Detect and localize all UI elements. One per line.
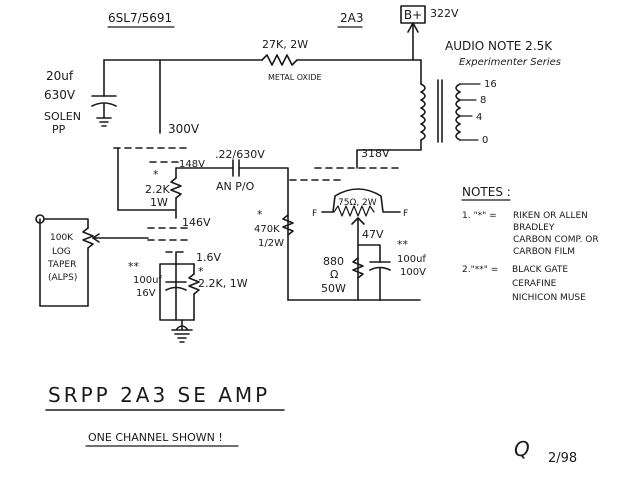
upper-res-value: 2.2K xyxy=(145,183,170,196)
supply-cap-plate-bottom xyxy=(91,102,117,107)
grid-res-power: 1/2W xyxy=(258,238,284,249)
cathode-bypass-value: 100uf xyxy=(133,275,162,286)
output-bypass-value: 100uf xyxy=(397,254,426,265)
filament-left: F xyxy=(312,209,317,219)
ot-title: AUDIO NOTE 2.5K xyxy=(445,39,553,53)
note1-line3: CARBON COMP. OR xyxy=(513,235,599,245)
lower-cathode-voltage: 1.6V xyxy=(196,251,221,264)
ot-tap-16: 16 xyxy=(484,79,497,90)
upper-plate-resistor xyxy=(170,177,182,199)
coupling-cap-value: .22/630V xyxy=(215,148,265,161)
upper-res-mark: * xyxy=(153,168,159,181)
output-bypass-lead xyxy=(357,244,381,263)
cathode-resistor xyxy=(188,273,200,295)
date: 2/98 xyxy=(548,451,577,466)
cathode-res-value: 2.2K, 1W xyxy=(198,277,248,290)
hum-pot xyxy=(333,205,375,217)
cathode-bypass-voltage: 16V xyxy=(136,288,156,299)
output-cathode-resistor xyxy=(352,257,364,279)
signature: Q xyxy=(514,437,530,461)
output-tube-label: 2A3 xyxy=(340,11,363,25)
dropping-resistor xyxy=(261,54,298,66)
notes-title: NOTES : xyxy=(462,185,511,199)
coupling-cap-right-wire xyxy=(238,167,289,301)
note2-line2: CERAFINE xyxy=(512,279,557,289)
volume-pot-taper2: TAPER xyxy=(47,260,76,270)
dropping-resistor-value: 27K, 2W xyxy=(262,38,308,51)
note2-line1: BLACK GATE xyxy=(512,265,568,275)
supply-cap-brand: SOLEN xyxy=(44,110,81,123)
ot-subtitle: Experimenter Series xyxy=(459,57,561,68)
hum-wiper-arrow xyxy=(351,217,365,225)
note1-line2: BRADLEY xyxy=(513,223,555,233)
upper-res-power: 1W xyxy=(150,196,168,209)
filament-hum-loop xyxy=(321,188,401,213)
cathode-ground-bus xyxy=(159,263,195,321)
coupling-cap-type: AN P/O xyxy=(216,180,255,193)
supply-cap-voltage: 630V xyxy=(44,88,76,102)
ot-primary-bottom-lead xyxy=(356,139,422,169)
midpoint-voltage: 146V xyxy=(182,216,211,229)
supply-node-voltage: 300V xyxy=(168,122,200,136)
volume-wiper-arrow xyxy=(92,233,100,243)
cathode-bypass-mark: ** xyxy=(128,260,140,273)
dropping-resistor-note: METAL OXIDE xyxy=(268,73,322,82)
input-wire xyxy=(43,218,89,229)
upper-plate-voltage: 148V xyxy=(179,159,205,170)
volume-pot-taper: LOG xyxy=(52,247,71,257)
output-cathode-res-value: 880 xyxy=(323,255,344,268)
volume-pot xyxy=(82,227,94,249)
bplus-voltage: 322V xyxy=(430,7,459,20)
ot-tap-4: 4 xyxy=(476,112,482,123)
ot-tap-8: 8 xyxy=(480,95,486,106)
supply-cap-type: PP xyxy=(52,123,66,136)
bplus-arrow xyxy=(407,22,419,61)
note2-line3: NICHICON MUSE xyxy=(512,293,586,303)
note1-line1: RIKEN OR ALLEN xyxy=(513,211,588,221)
output-cathode-voltage: 47V xyxy=(362,228,384,241)
page-title: SRPP 2A3 SE AMP xyxy=(48,383,270,407)
hum-pot-value: 75Ω, 2W xyxy=(338,198,377,208)
grid-res-value: 470K xyxy=(254,224,280,235)
driver-tube-label: 6SL7/5691 xyxy=(108,11,172,25)
supply-cap-ground-icon xyxy=(96,117,112,127)
note1-line4: CARBON FILM xyxy=(513,247,575,257)
output-bypass-mark: ** xyxy=(397,238,409,251)
bplus-box-label: B+ xyxy=(404,8,422,22)
grid-res-mark: * xyxy=(257,208,263,221)
page-subtitle: ONE CHANNEL SHOWN ! xyxy=(88,431,223,444)
grid-resistor xyxy=(282,214,294,236)
ground-icon xyxy=(171,325,193,343)
volume-pot-value: 100K xyxy=(50,233,74,243)
note2-key: 2."**" = xyxy=(462,265,498,275)
filament-right: F xyxy=(403,209,408,219)
cathode-bypass-plate-bottom xyxy=(165,286,187,291)
note1-key: 1. "*" = xyxy=(462,211,497,221)
ot-secondary-winding xyxy=(455,83,461,141)
output-plate-voltage: 318V xyxy=(361,147,390,160)
ot-primary-winding xyxy=(420,83,426,141)
ot-tap-0: 0 xyxy=(482,135,488,146)
output-bypass-voltage: 100V xyxy=(400,267,426,278)
volume-pot-return xyxy=(39,218,89,307)
output-cathode-res-power: 50W xyxy=(321,282,346,295)
volume-pot-brand: (ALPS) xyxy=(48,273,77,283)
cathode-res-mark: * xyxy=(198,265,204,278)
output-cathode-res-ohm: Ω xyxy=(330,268,338,281)
supply-cap-value: 20uf xyxy=(46,69,74,83)
